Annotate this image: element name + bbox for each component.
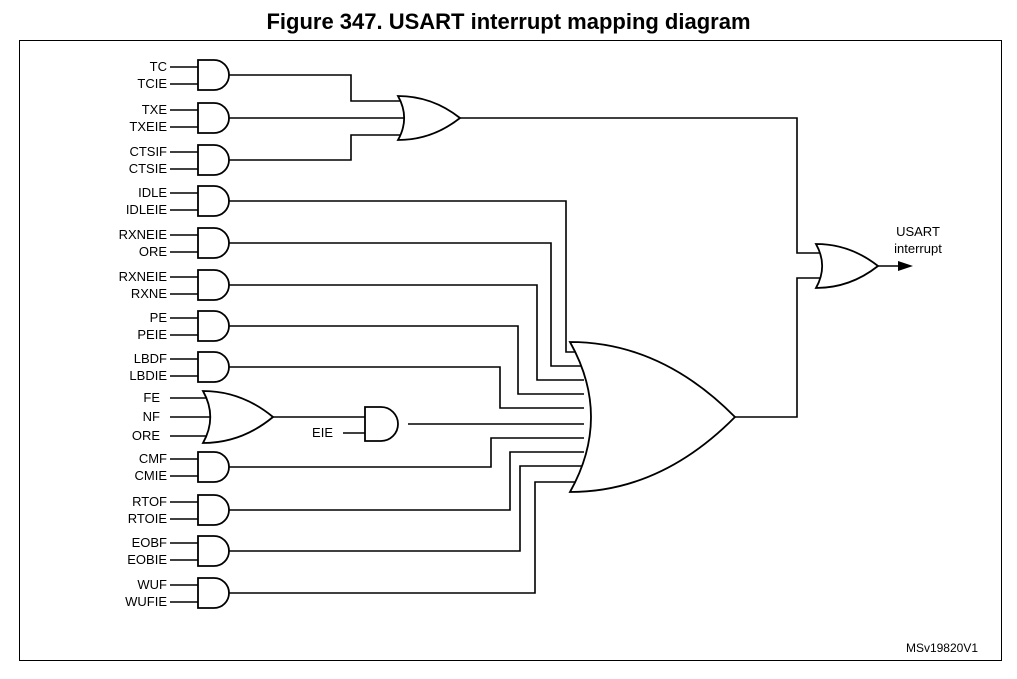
signal-label: IDLE: [138, 185, 167, 200]
output-label-line1: USART: [896, 224, 940, 239]
signal-label: RTOF: [132, 494, 167, 509]
wire-or-input: [229, 366, 584, 409]
signal-label: TC: [150, 59, 167, 74]
labels: USART interrupt MSv19820V1 TC TCIE TXE TXEI…: [119, 59, 979, 655]
signal-label: CMF: [139, 451, 167, 466]
and-gate: [197, 310, 230, 342]
or-gate-tx: [396, 95, 462, 141]
signal-label: EOBF: [132, 535, 167, 550]
signal-label: PE: [150, 310, 168, 325]
signal-label: PEIE: [137, 327, 167, 342]
or-gate-rx: [568, 341, 737, 493]
and-gate: [197, 269, 230, 301]
signal-label: EOBIE: [127, 552, 167, 567]
signal-label: WUFIE: [125, 594, 167, 609]
wire-or-input: [229, 200, 584, 353]
and-gate: [197, 144, 230, 176]
wire-or-input: [229, 325, 584, 395]
wire-tx-group: [460, 117, 822, 254]
signal-label: ORE: [139, 244, 168, 259]
signal-label: TCIE: [137, 76, 167, 91]
signal-label: EIE: [312, 425, 333, 440]
and-gate: [197, 59, 230, 91]
signal-label: FE: [143, 390, 160, 405]
wire-or-input: [229, 242, 584, 367]
signal-label: RXNEIE: [119, 227, 168, 242]
signal-label: CMIE: [135, 468, 168, 483]
wire-ctsif: [229, 134, 402, 161]
wires: [170, 66, 900, 603]
signal-label: WUF: [137, 577, 167, 592]
wire-tc: [229, 74, 402, 102]
and-gate: [197, 535, 230, 567]
wire-or-input: [229, 481, 584, 594]
wire-or-input: [229, 465, 584, 552]
signal-label: TXEIE: [129, 119, 167, 134]
signal-label: LBDIE: [129, 368, 167, 383]
and-gate: [197, 102, 230, 134]
signal-label: CTSIE: [129, 161, 168, 176]
signal-label: RTOIE: [128, 511, 168, 526]
wire-or-input: [229, 437, 584, 468]
figure-reference-id: MSv19820V1: [906, 641, 978, 655]
signal-label: IDLEIE: [126, 202, 168, 217]
signal-label: TXE: [142, 102, 168, 117]
signal-label: LBDF: [134, 351, 167, 366]
and-gate: [197, 451, 230, 483]
signal-label: ORE: [132, 428, 161, 443]
and-gate: [197, 351, 230, 383]
and-gate: [197, 494, 230, 526]
and-gate: [197, 227, 230, 259]
signal-label: RXNEIE: [119, 269, 168, 284]
wire-or-input: [229, 451, 584, 511]
or-gate-final: [814, 243, 880, 289]
and-gate-eie: [364, 406, 399, 442]
and-gate: [197, 185, 230, 217]
signal-label: NF: [143, 409, 160, 424]
and-gate: [197, 577, 230, 609]
or-gate-error: [201, 390, 275, 444]
diagram-frame: [19, 40, 1002, 661]
signal-label: RXNE: [131, 286, 167, 301]
gates: [197, 59, 913, 609]
output-label-line2: interrupt: [894, 241, 942, 256]
output-arrow: [898, 261, 913, 271]
wire-or-input: [229, 284, 584, 381]
wire-rx-group: [735, 277, 822, 418]
figure-title: Figure 347. USART interrupt mapping diag…: [266, 9, 751, 34]
signal-label: CTSIF: [129, 144, 167, 159]
